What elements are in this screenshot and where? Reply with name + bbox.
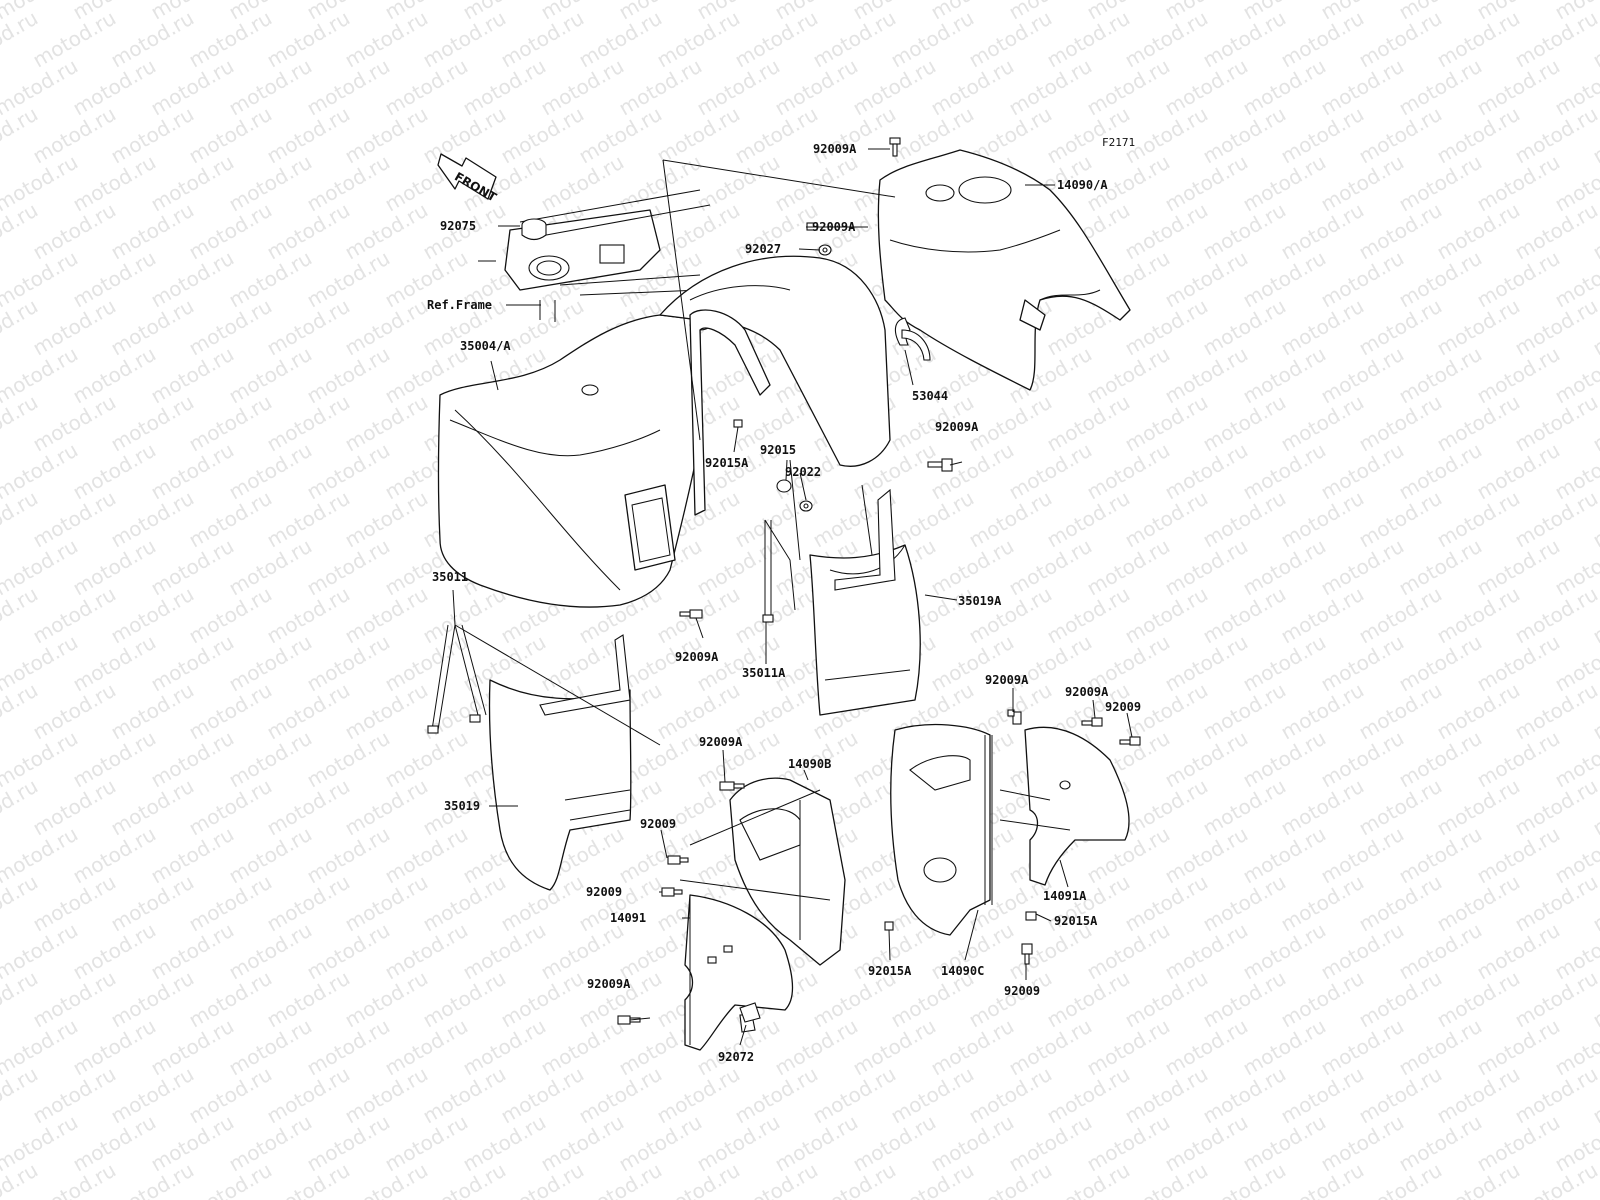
side-cover-14091A [1024,726,1130,886]
callout-92009: 92009 [1105,700,1141,714]
ref-frame-label: Ref.Frame [427,298,492,312]
callout-92075: 92075 [440,219,476,233]
callout-53044: 53044 [912,389,948,403]
callout-92009A: 92009A [985,673,1029,687]
callout-92009A: 92009A [1065,685,1109,699]
callout-92009A: 92009A [812,220,856,234]
leader-lines [452,148,1133,1046]
rear-fender-35004A [437,255,891,608]
grommet-92075 [521,218,547,241]
callout-92009A: 92009A [587,977,631,991]
callout-92009: 92009 [640,817,676,831]
hardware-bolts [617,137,1141,1025]
callout-92022: 92022 [785,465,821,479]
callout-92015A: 92015A [705,456,749,470]
callout-35019: 35019 [444,799,480,813]
clamp-92072 [739,1002,761,1023]
callout-14091: 14091 [610,911,646,925]
callout-14091A: 14091A [1043,889,1087,903]
callout-labels: 92009A 14090/A 92075 92009A 92027 35004/… [432,142,1141,1064]
callout-92072: 92072 [718,1050,754,1064]
callout-92015: 92015 [760,443,796,457]
callout-35011A: 35011A [742,666,786,680]
rear-mudguard-35019 [488,634,632,891]
side-cover-14090B [729,777,846,966]
callout-92015A: 92015A [1054,914,1098,928]
callout-35011: 35011 [432,570,468,584]
callout-92009A: 92009A [675,650,719,664]
guide-lines [454,159,1071,901]
side-cover-14090C [890,723,993,936]
callout-92009A: 92009A [935,420,979,434]
callout-92027: 92027 [745,242,781,256]
stay-35011 [427,624,487,734]
callout-35019A: 35019A [958,594,1002,608]
callout-92009A: 92009A [813,142,857,156]
callout-14090B: 14090B [788,757,831,771]
mount-bracket [689,309,771,516]
callout-14090C: 14090C [941,964,984,978]
callout-92009: 92009 [1004,984,1040,998]
figure-code: F2171 [1102,136,1135,149]
callout-92015A: 92015A [868,964,912,978]
clamp-53044 [901,329,931,361]
stay-35011A [762,519,796,623]
callout-35004A: 35004/A [460,339,511,353]
rear-top-cover-14090A [877,149,1131,391]
callout-92009A: 92009A [699,735,743,749]
callout-14090A: 14090/A [1057,178,1108,192]
callout-92009: 92009 [586,885,622,899]
inner-mudguard-35019A [809,488,921,716]
